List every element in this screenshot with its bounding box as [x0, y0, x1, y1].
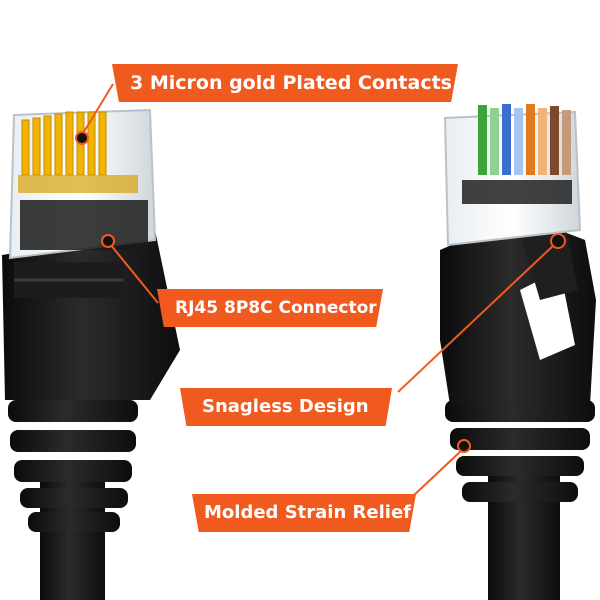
- callout-gold-contacts: 3 Micron gold Plated Contacts: [112, 64, 458, 102]
- pointer-dot-connector: [101, 234, 115, 248]
- wire-colors-right: [478, 104, 571, 175]
- strain-relief-right: [445, 400, 595, 502]
- rj45-connector-right-icon: [440, 104, 596, 600]
- pointer-dot-strain-relief: [457, 439, 471, 453]
- pointer-dot-snagless: [550, 233, 566, 249]
- callout-molded-strain-relief: Molded Strain Relief: [192, 494, 416, 532]
- rj45-connector-left-icon: [2, 108, 180, 600]
- callout-snagless-design: Snagless Design: [180, 388, 392, 426]
- pointer-lines: [75, 83, 566, 498]
- pointer-dot-contacts: [75, 131, 89, 145]
- strain-relief-left: [8, 400, 138, 532]
- callout-rj45-connector: RJ45 8P8C Connector: [157, 289, 383, 327]
